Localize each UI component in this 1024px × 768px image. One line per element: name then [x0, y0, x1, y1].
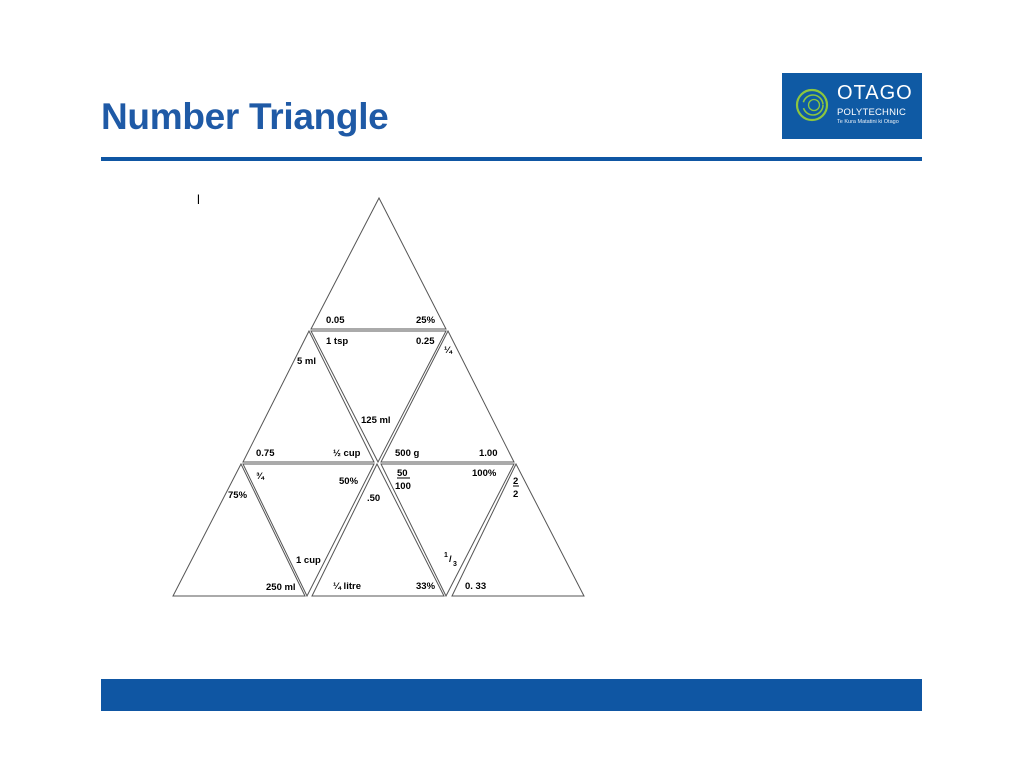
label-500g: 500 g: [395, 448, 419, 459]
triangle-row3-4: [380, 463, 515, 598]
label-25pct: 25%: [416, 315, 436, 326]
logo-ring-icon: [795, 88, 829, 122]
slide-title: Number Triangle: [101, 96, 389, 137]
label-fraction-2-denom: 2: [513, 489, 518, 500]
label-fraction-100: 100: [395, 481, 411, 492]
label-1tsp: 1 tsp: [326, 336, 348, 347]
triangle-row3-5: [451, 462, 585, 597]
label-0-05: 0.05: [326, 315, 345, 326]
label-0-75: 0.75: [256, 448, 275, 459]
logo-subtitle: POLYTECHNIC: [837, 107, 907, 118]
label-100pct: 100%: [472, 468, 497, 479]
title-divider: [101, 157, 922, 161]
label-third-denom: 3: [453, 561, 457, 568]
triangle-row2-left: [242, 329, 375, 463]
logo-wordmark: OTAGO: [837, 82, 913, 104]
label-125ml: 125 ml: [361, 415, 391, 426]
triangle-row3-2: [242, 463, 375, 598]
label-third-slash: /: [449, 554, 452, 565]
label-quarter-litre: ¼ litre: [333, 581, 361, 592]
label-0-25: 0.25: [416, 336, 435, 347]
triangle-row2-middle: [310, 330, 447, 464]
label-50pct: 50%: [339, 476, 359, 487]
label-33pct: 33%: [416, 581, 436, 592]
label-fraction-50: 50: [397, 468, 408, 479]
label-half-cup: ½ cup: [333, 448, 361, 459]
stray-mark: l: [197, 192, 200, 207]
label-1-00: 1.00: [479, 448, 498, 459]
label-250ml: 250 ml: [266, 582, 296, 593]
triangle-row3-3: [311, 462, 445, 597]
otago-polytechnic-logo: OTAGO POLYTECHNIC Te Kura Matatini ki Ot…: [782, 73, 922, 139]
footer-bar: [101, 679, 922, 711]
label-1cup: 1 cup: [296, 555, 321, 566]
triangle-row3-1: [172, 462, 306, 597]
label-75pct: 75%: [228, 490, 248, 501]
logo-tagline: Te Kura Matatini ki Otago: [837, 119, 899, 125]
triangle-top: [310, 196, 447, 330]
label-third-num: 1: [444, 552, 448, 559]
label-point-50: .50: [367, 493, 380, 504]
label-5ml: 5 ml: [297, 356, 316, 367]
label-quarter: ¼: [444, 345, 453, 356]
triangle-row2-right: [380, 329, 515, 463]
label-0-33: 0. 33: [465, 581, 486, 592]
label-fraction-2: 2: [513, 476, 518, 487]
label-three-quarter: ¾: [256, 471, 265, 482]
